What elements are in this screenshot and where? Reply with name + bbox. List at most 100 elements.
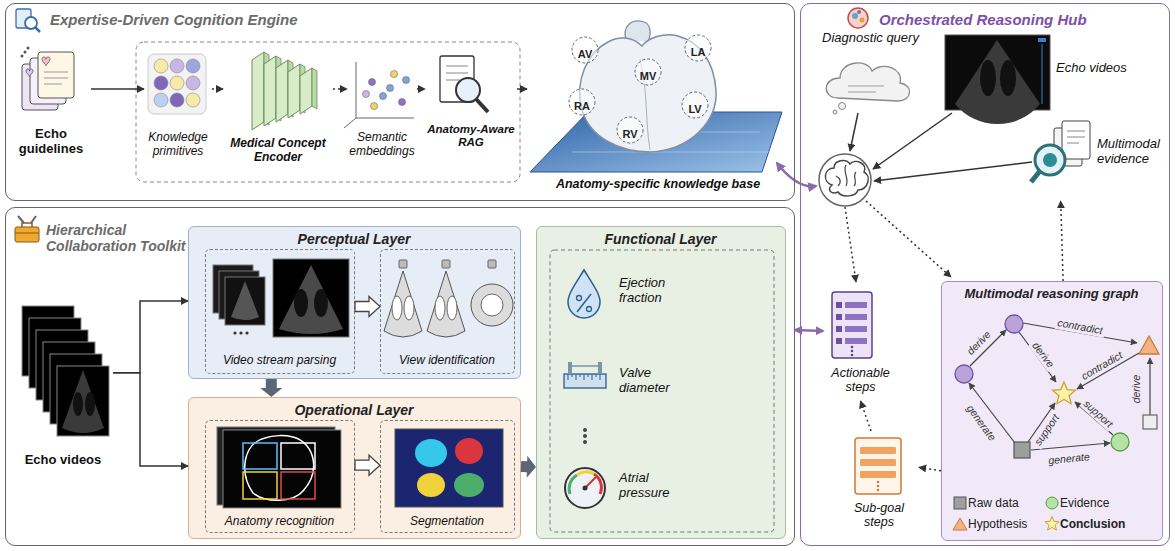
drawing-rect (243, 443, 277, 469)
drawing-path (873, 113, 952, 169)
drawing-circle (170, 59, 184, 73)
drawing-rect (860, 459, 896, 466)
legend-text: Raw data (968, 496, 1019, 510)
drawing-path (15, 233, 39, 234)
node-text: Echo guidelines (11, 127, 91, 157)
drawing-rect (1014, 442, 1030, 458)
drawing-circle (848, 8, 868, 28)
node-text: Echo videos (1056, 61, 1161, 76)
drawing-path (569, 475, 577, 494)
drawing-circle (24, 51, 27, 54)
drawing-path (1067, 131, 1085, 143)
drawing-circle (170, 93, 184, 107)
drawing-circle (154, 59, 168, 73)
drawing-polygon (312, 68, 317, 109)
drawing-circle (852, 13, 858, 19)
drawing-path (848, 86, 884, 92)
drawing-polygon (1053, 382, 1076, 404)
drawing-path (572, 365, 598, 367)
node-text: Valve diameter (619, 366, 699, 396)
anatomy-label: LV (688, 103, 701, 115)
drawing-rect (225, 277, 265, 325)
drawing-circle (583, 428, 587, 432)
node-text: Functional Layer (537, 231, 784, 247)
drawing-rect (845, 302, 867, 308)
icon-node: Echo videos (941, 31, 1166, 113)
drawing-path (568, 374, 600, 380)
drawing-path (1042, 44, 1043, 104)
drawing-circle (154, 93, 168, 107)
drawing-path (577, 294, 591, 312)
connector (517, 88, 527, 90)
anatomy-label: MV (640, 70, 657, 82)
drawing-circle (685, 35, 711, 61)
node-text: Segmentation (381, 515, 513, 529)
drawing-path (245, 436, 314, 501)
drawing-rect (395, 429, 503, 507)
connector (521, 456, 536, 478)
drawing-circle (233, 331, 236, 334)
edge-label: derive (1131, 373, 1143, 406)
node-text: Multimodal evidence (1097, 137, 1167, 167)
panel-frame: Hierarchical Collaboration ToolkitEcho v… (5, 207, 795, 546)
connector (91, 88, 144, 90)
drawing-g (384, 260, 513, 337)
drawing-circle (186, 59, 200, 73)
drawing-circle (481, 294, 503, 316)
drawing-polygon (1139, 336, 1159, 354)
drawing-rect (836, 314, 842, 320)
legend-item: Hypothesis (968, 514, 1027, 532)
drawing-circle (456, 78, 480, 102)
connector (333, 88, 347, 90)
drawing-rect (845, 314, 867, 320)
drawing-path (231, 281, 259, 320)
drawing-circle (577, 296, 582, 301)
drawing-circle (371, 103, 378, 110)
connector (113, 301, 188, 373)
icon-node: Multimodal evidence (1023, 115, 1168, 201)
drawing-path (580, 35, 716, 152)
drawing-rect (954, 497, 966, 509)
drawing-rect (273, 259, 349, 337)
drawing-circle (877, 485, 880, 488)
drawing-circle (471, 284, 513, 326)
drawing-path (26, 69, 33, 77)
drawing-path (568, 270, 600, 318)
drawing-circle (380, 93, 387, 100)
drawing-ellipse (314, 289, 328, 317)
icon-node: Medical Concept Encoder (223, 49, 333, 174)
drawing-circle (682, 92, 708, 118)
panel-frame: Expertise-Driven Cognition EngineEcho gu… (5, 3, 795, 201)
drawing-circle (569, 89, 595, 115)
node-text: Actionable steps (823, 366, 898, 395)
drawing-rect (223, 430, 341, 508)
node-text: Anatomy-specific knowledge base (527, 177, 789, 191)
drawing-path (35, 27, 40, 32)
drawing-path (476, 99, 488, 112)
drawing-rect (564, 374, 606, 388)
drawing-circle (369, 79, 376, 86)
connector (355, 455, 380, 475)
drawing-path (777, 163, 816, 186)
drawing-circle (1043, 153, 1057, 167)
drawing-path (18, 216, 36, 223)
drawing-rect (148, 54, 206, 114)
drawing-path (44, 72, 68, 84)
drawing-g (953, 315, 1159, 530)
drawing-path (845, 207, 856, 282)
panel-frame: Orchestrated Reasoning HubDiagnostic que… (800, 3, 1170, 546)
drawing-g (213, 259, 349, 337)
drawing-ellipse (294, 289, 308, 317)
node-text: Hierarchical Collaboration Toolkit (46, 222, 191, 254)
node-text: Perceptual Layer (189, 231, 519, 247)
legend-text: Conclusion (1060, 517, 1125, 531)
connector (260, 379, 282, 397)
node-text: Video stream parsing (206, 354, 353, 368)
drawing-rect (860, 447, 896, 454)
drawing-circle (21, 55, 24, 58)
drawing-circle (583, 440, 587, 444)
drawing-rect (855, 438, 901, 494)
drawing-circle (857, 10, 861, 14)
drawing-circle (186, 76, 200, 90)
drawing-rect (550, 250, 774, 532)
